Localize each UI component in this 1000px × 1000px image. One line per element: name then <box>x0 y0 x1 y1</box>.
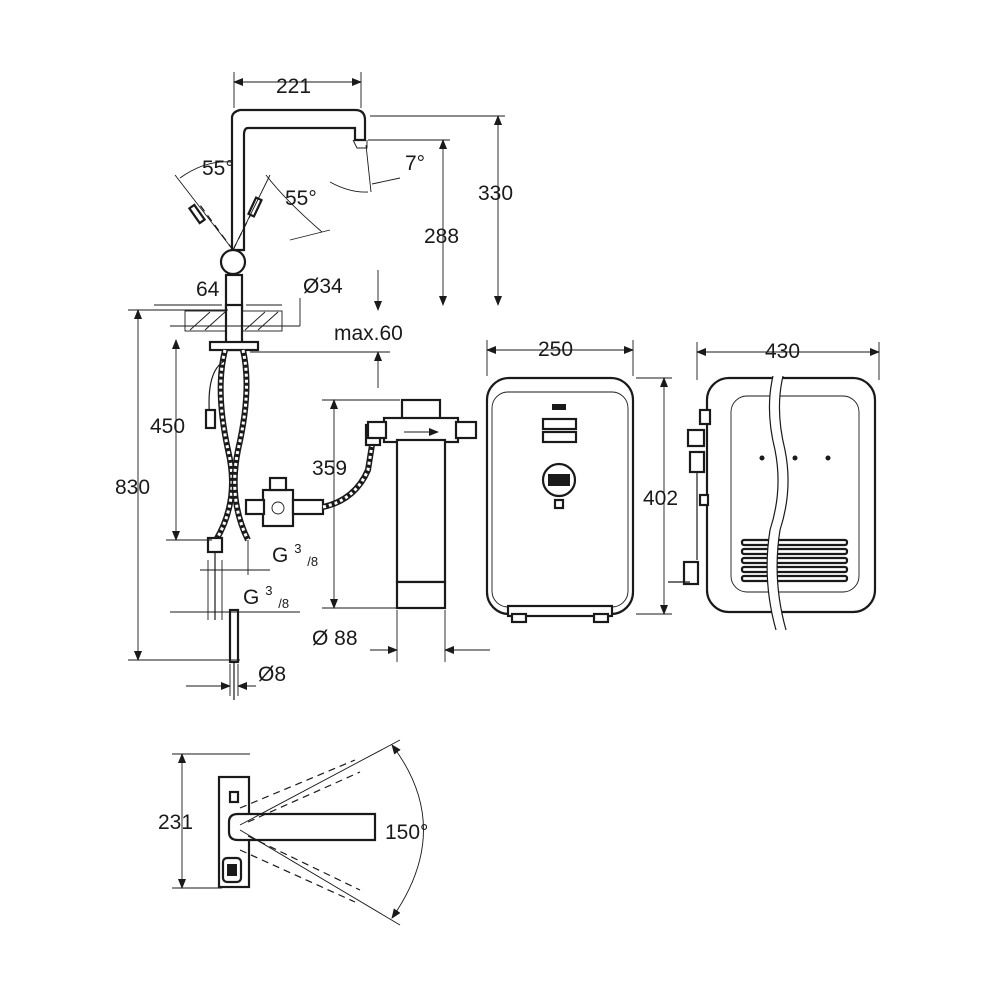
dim-total-height: 330 <box>478 182 513 205</box>
dim-pipe-diameter: Ø8 <box>258 663 286 686</box>
dim-rotation-angle: 150° <box>385 821 428 844</box>
dim-spout-reach: 221 <box>276 75 311 98</box>
dimension-lines <box>128 72 880 926</box>
boiler-front-view <box>485 376 635 624</box>
dimension-labels: 221 55° 55° 7° 330 288 64 Ø34 max.60 450… <box>115 75 800 844</box>
water-filter <box>366 398 478 610</box>
dim-filter-height: 359 <box>312 457 347 480</box>
dim-swivel-angle-lower: 55° <box>285 187 317 210</box>
dim-top-view-depth: 231 <box>158 811 193 834</box>
dim-connection-g-lower: G 3 /8 <box>243 577 289 611</box>
dim-swivel-angle-upper: 55° <box>202 157 234 180</box>
dim-boiler-height: 402 <box>643 487 678 510</box>
dim-max-counter: max.60 <box>334 322 403 345</box>
dim-filter-diameter: Ø 88 <box>312 627 358 650</box>
dim-total-length: 830 <box>115 476 150 499</box>
dim-hose-length: 450 <box>150 415 185 438</box>
boiler-side-view <box>668 375 877 631</box>
dim-boiler-width: 250 <box>538 338 573 361</box>
dim-base-width: 64 <box>196 278 220 301</box>
dim-connection-g-upper: G 3 /8 <box>272 535 318 569</box>
dim-hole-diameter: Ø34 <box>303 275 343 298</box>
faucet-side-view <box>184 108 382 700</box>
dim-boiler-depth: 430 <box>765 340 800 363</box>
dim-outlet-height: 288 <box>424 225 459 248</box>
dim-spout-tilt: 7° <box>405 152 425 175</box>
